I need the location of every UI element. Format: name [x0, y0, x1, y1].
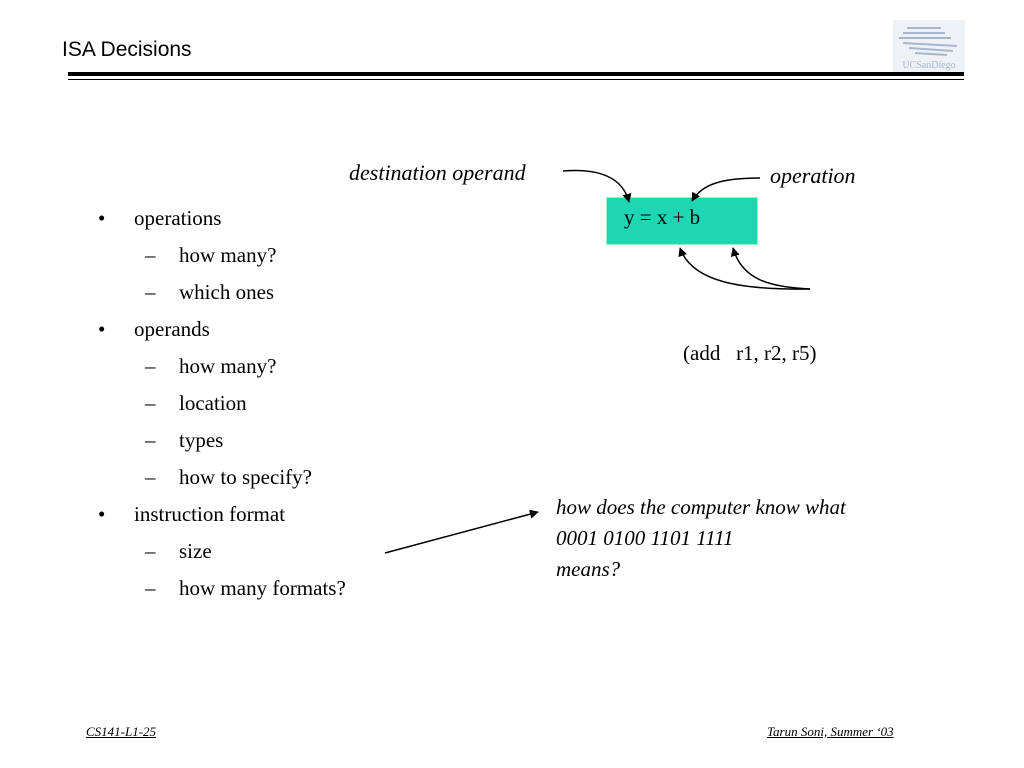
bullet-item-operands: • operands — [98, 311, 346, 348]
sub-bullet-item: –how many formats? — [98, 570, 346, 607]
footer-slide-id: CS141-L1-25 — [86, 724, 157, 739]
ucsd-logo: UCSanDiego — [893, 20, 965, 74]
bullet-item-operations: • operations — [98, 200, 346, 237]
dash-marker: – — [145, 465, 156, 489]
footer-author: Tarun Soni, Summer ‘03 — [767, 724, 894, 739]
dash-marker: – — [145, 576, 156, 600]
bullet-marker: • — [98, 317, 106, 341]
sub-bullet-item: –how to specify? — [98, 459, 346, 496]
bullet-list: •operations –how many? –which ones •oper… — [98, 200, 346, 607]
equation-text: y = x + b — [624, 205, 701, 229]
arrow-format-to-question — [384, 509, 539, 554]
logo-text: UCSanDiego — [902, 60, 955, 71]
question-line-3: means? — [556, 557, 621, 581]
sub-bullet-item: –how many? — [98, 237, 346, 274]
dash-marker: – — [145, 391, 156, 415]
bullet-item-instruction-format: • instruction format — [98, 496, 346, 533]
sub-bullet-text: location — [179, 391, 247, 415]
sub-bullet-item: –which ones — [98, 274, 346, 311]
title-rule-thick — [68, 72, 964, 76]
dash-marker: – — [145, 428, 156, 452]
arrow-operands-to-x — [678, 247, 811, 290]
arrow-destination-to-y — [562, 169, 632, 203]
dash-marker: – — [145, 243, 156, 267]
operation-label: operation — [770, 163, 856, 188]
ucsd-logo-icon: UCSanDiego — [893, 20, 965, 74]
arrow-operands-to-b — [730, 247, 811, 290]
sub-bullet-item: –types — [98, 422, 346, 459]
dash-marker: – — [145, 354, 156, 378]
assembly-instruction: (add r1, r2, r5) — [683, 341, 817, 365]
sub-bullet-text: size — [179, 539, 212, 563]
sub-bullet-item: –size — [98, 533, 346, 570]
arrow-operation-to-plus — [691, 177, 761, 202]
page-title: ISA Decisions — [62, 38, 192, 61]
question-line-2: 0001 0100 1101 1111 — [556, 526, 734, 550]
sub-bullet-text: how many formats? — [179, 576, 346, 600]
destination-operand-label: destination operand — [349, 160, 526, 185]
bullet-marker: • — [98, 502, 106, 526]
sub-bullet-text: types — [179, 428, 224, 452]
sub-bullet-item: –how many? — [98, 348, 346, 385]
sub-bullet-text: how to specify? — [179, 465, 312, 489]
question-text: how does the computer know what 0001 010… — [556, 492, 846, 585]
sub-bullet-item: –location — [98, 385, 346, 422]
equation-box — [606, 197, 758, 245]
sub-bullet-text: how many? — [179, 243, 277, 267]
bullet-text: operations — [134, 206, 222, 230]
sub-bullet-text: how many? — [179, 354, 277, 378]
dash-marker: – — [145, 280, 156, 304]
title-rule-thin — [68, 79, 964, 80]
sub-bullet-text: which ones — [179, 280, 275, 304]
bullet-marker: • — [98, 206, 106, 230]
bullet-text: instruction format — [134, 502, 286, 526]
question-line-1: how does the computer know what — [556, 495, 846, 519]
bullet-text: operands — [134, 317, 210, 341]
dash-marker: – — [145, 539, 156, 563]
